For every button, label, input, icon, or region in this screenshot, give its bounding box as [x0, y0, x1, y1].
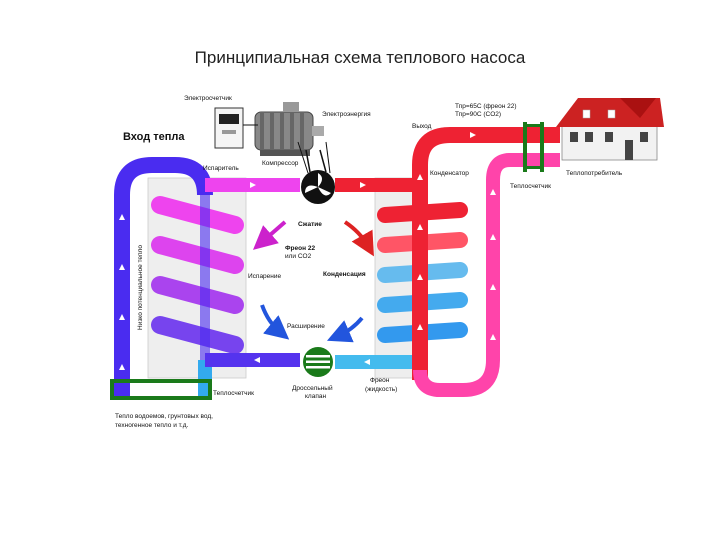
label-output: Выход — [412, 123, 432, 130]
label-heat-consumer: Теплопотребитель — [566, 169, 623, 177]
house-icon — [556, 98, 664, 161]
label-heat-meter-left: Теплосчетчик — [213, 390, 254, 397]
evaporation-arrow — [260, 304, 290, 340]
label-low-potential-heat: Низко потенциальное тепло — [137, 245, 144, 330]
label-electric-meter: Электросчетчик — [184, 95, 232, 102]
label-bottom-line1: Тепло водоемов, грунтовых вод, — [115, 413, 213, 420]
label-heat-meter-right: Теплосчетчик — [510, 183, 551, 190]
label-freon-liquid-line2: (жидкость) — [365, 386, 397, 393]
label-expansion: Расширение — [287, 323, 325, 330]
label-bottom-line2: техногенное тепло и т.д. — [115, 422, 189, 429]
label-temp-line1: Тпр=65С (фреон 22) — [455, 103, 517, 110]
return-pipe — [413, 153, 560, 397]
label-evaporation: Испарение — [248, 273, 282, 280]
label-compressor: Компрессор — [262, 160, 299, 167]
heat-meter-left-icon — [110, 379, 212, 400]
flow-arrows — [119, 132, 496, 370]
supply-pipe — [412, 127, 560, 380]
compression-arrow — [252, 220, 287, 250]
condensation-arrow — [343, 220, 374, 257]
label-electric-energy: Электроэнергия — [322, 111, 371, 118]
electric-motor-icon — [254, 102, 324, 156]
throttle-valve-icon — [303, 347, 333, 377]
label-compression: Сжатие — [298, 221, 322, 228]
label-freon-line1: Фреон 22 — [285, 245, 315, 252]
label-condensation: Конденсация — [323, 271, 366, 278]
electric-meter-icon — [214, 107, 244, 149]
evaporator-coil — [151, 185, 244, 360]
compressor-fan-icon — [301, 170, 335, 204]
expansion-arrow — [326, 316, 364, 343]
heat-meter-right-icon — [523, 122, 544, 172]
label-throttle-line1: Дроссельный — [292, 384, 333, 392]
label-throttle-line2: клапан — [305, 393, 326, 400]
label-temp-line2: Тпр=90С (CO2) — [455, 111, 501, 118]
label-condenser: Конденсатор — [430, 170, 469, 177]
label-heat-input: Вход тепла — [123, 131, 185, 143]
diagram-title: Принципиальная схема теплового насоса — [194, 48, 526, 67]
heat-input-pipe — [114, 157, 213, 400]
label-evaporator: Испаритель — [203, 165, 239, 172]
label-freon-line2: или CO2 — [285, 253, 312, 260]
label-freon-liquid-line1: Фреон — [370, 377, 390, 384]
